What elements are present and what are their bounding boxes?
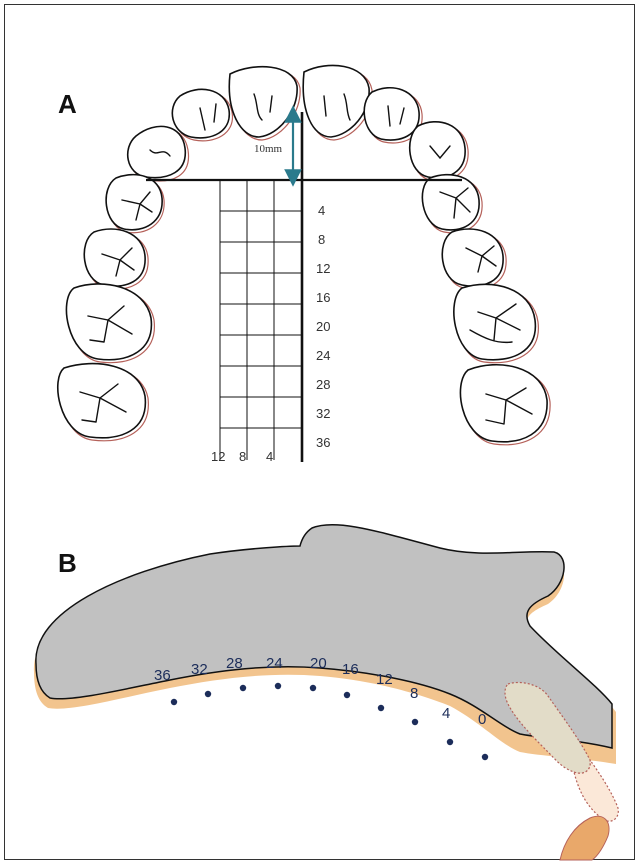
- site-label: 28: [226, 655, 243, 672]
- site-dot: [482, 754, 488, 760]
- vertical-scale-label: 12: [316, 261, 330, 276]
- dimension-label: 10mm: [254, 143, 283, 155]
- vertical-scale-label: 20: [316, 319, 330, 334]
- site-dot: [344, 692, 350, 698]
- tooth: [58, 364, 149, 441]
- vertical-scale-label: 36: [316, 435, 330, 450]
- site-label: 12: [376, 671, 393, 688]
- vertical-scale-label: 4: [318, 203, 325, 218]
- lower-lip: [560, 816, 609, 860]
- site-label: 8: [410, 685, 418, 702]
- panel-a-label: A: [58, 89, 77, 119]
- site-label: 4: [442, 705, 450, 722]
- measurement-grid: [220, 180, 302, 460]
- panel-b-label: B: [58, 548, 77, 578]
- site-dot: [310, 685, 316, 691]
- tooth: [172, 89, 232, 141]
- site-dot: [412, 719, 418, 725]
- tooth: [422, 175, 482, 233]
- tooth: [410, 122, 468, 181]
- site-dot: [378, 705, 384, 711]
- tooth: [303, 65, 372, 140]
- site-label: 32: [191, 661, 208, 678]
- site-label: 20: [310, 655, 327, 672]
- vertical-scale-label: 8: [318, 232, 325, 247]
- site-label: 24: [266, 655, 283, 672]
- vertical-scale: 4 8 12 16 20 24 28 32 36: [316, 203, 330, 450]
- site-dot: [275, 683, 281, 689]
- tooth: [454, 284, 539, 362]
- horizontal-scale-label: 8: [239, 449, 246, 464]
- vertical-scale-label: 32: [316, 406, 330, 421]
- dental-arch: [58, 65, 550, 444]
- site-label: 16: [342, 661, 359, 678]
- vertical-scale-label: 28: [316, 377, 330, 392]
- site-dot: [205, 691, 211, 697]
- tooth: [460, 365, 550, 445]
- tooth: [128, 126, 189, 181]
- tooth: [229, 67, 300, 140]
- vertical-scale-label: 16: [316, 290, 330, 305]
- horizontal-scale: 12 8 4: [211, 449, 273, 464]
- tooth: [66, 284, 154, 363]
- tooth: [442, 229, 506, 289]
- site-dot: [171, 699, 177, 705]
- tooth: [84, 229, 148, 289]
- site-label: 36: [154, 667, 171, 684]
- site-label: 0: [478, 711, 486, 728]
- site-dot: [240, 685, 246, 691]
- horizontal-scale-label: 4: [266, 449, 273, 464]
- vertical-scale-label: 24: [316, 348, 330, 363]
- site-dot: [447, 739, 453, 745]
- tooth: [106, 175, 164, 233]
- horizontal-scale-label: 12: [211, 449, 225, 464]
